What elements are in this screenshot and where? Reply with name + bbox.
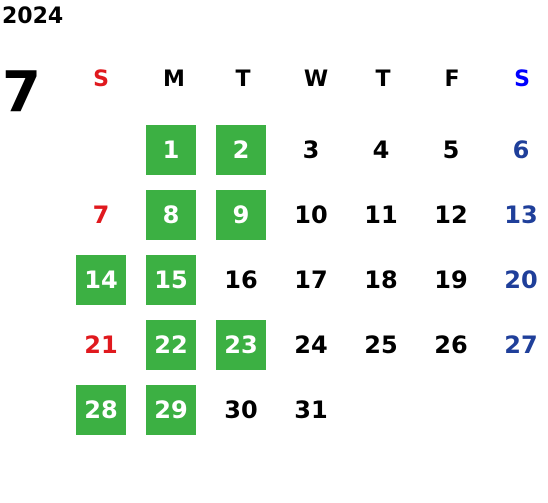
weekday-header-thu: T — [375, 67, 391, 92]
day-cell-29[interactable]: 29 — [146, 385, 196, 435]
day-cell-30[interactable]: 30 — [224, 396, 258, 424]
day-cell-25[interactable]: 25 — [364, 331, 398, 359]
day-cell-16[interactable]: 16 — [224, 266, 258, 294]
year-label: 2024 — [2, 4, 64, 29]
weekday-header-mon: M — [163, 67, 185, 92]
day-cell-3[interactable]: 3 — [302, 136, 320, 164]
day-cell-17[interactable]: 17 — [294, 266, 328, 294]
day-cell-1[interactable]: 1 — [146, 125, 196, 175]
day-cell-20[interactable]: 20 — [504, 266, 538, 294]
weekday-header-sun: S — [93, 67, 109, 92]
day-cell-10[interactable]: 10 — [294, 201, 328, 229]
day-cell-31[interactable]: 31 — [294, 396, 328, 424]
day-cell-12[interactable]: 12 — [434, 201, 468, 229]
weekday-header-wed: W — [303, 67, 329, 92]
day-cell-19[interactable]: 19 — [434, 266, 468, 294]
day-cell-15[interactable]: 15 — [146, 255, 196, 305]
month-number: 7 — [2, 60, 41, 125]
day-cell-13[interactable]: 13 — [504, 201, 538, 229]
day-cell-6[interactable]: 6 — [512, 136, 530, 164]
day-cell-18[interactable]: 18 — [364, 266, 398, 294]
day-cell-21[interactable]: 21 — [84, 331, 118, 359]
day-cell-5[interactable]: 5 — [442, 136, 460, 164]
day-cell-28[interactable]: 28 — [76, 385, 126, 435]
day-cell-23[interactable]: 23 — [216, 320, 266, 370]
day-cell-9[interactable]: 9 — [216, 190, 266, 240]
day-cell-7[interactable]: 7 — [92, 201, 110, 229]
day-cell-27[interactable]: 27 — [504, 331, 538, 359]
day-cell-8[interactable]: 8 — [146, 190, 196, 240]
weekday-header-sat: S — [514, 67, 530, 92]
weekday-header-tue: T — [235, 67, 251, 92]
day-cell-4[interactable]: 4 — [372, 136, 390, 164]
day-cell-24[interactable]: 24 — [294, 331, 328, 359]
day-cell-2[interactable]: 2 — [216, 125, 266, 175]
day-cell-11[interactable]: 11 — [364, 201, 398, 229]
day-cell-14[interactable]: 14 — [76, 255, 126, 305]
weekday-header-fri: F — [444, 67, 460, 92]
day-cell-26[interactable]: 26 — [434, 331, 468, 359]
day-cell-22[interactable]: 22 — [146, 320, 196, 370]
